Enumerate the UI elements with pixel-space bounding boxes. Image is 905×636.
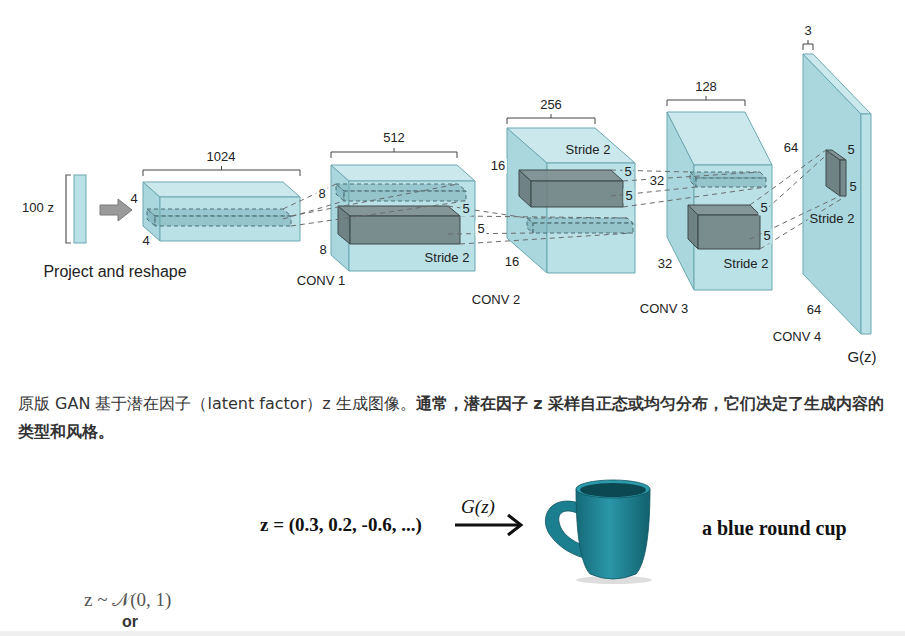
bottom-band — [0, 631, 905, 636]
dimension-label: 8 — [317, 243, 328, 258]
block-5-front — [861, 114, 871, 334]
kernel-box-4-front — [698, 215, 760, 249]
layer-name: CONV 2 — [470, 293, 522, 308]
dimension-label: 64 — [782, 141, 800, 156]
kernel-box-4-top — [688, 205, 760, 215]
dimension-label: 8 — [316, 187, 327, 202]
channel-count: 256 — [538, 98, 564, 113]
kernel-band-3-front — [533, 223, 633, 233]
output-caption: a blue round cup — [700, 517, 849, 540]
kernel-size: 5 — [847, 180, 858, 195]
stride-label: Stride 2 — [722, 257, 771, 272]
kernel-box-2-front — [350, 216, 460, 244]
dimension-label: 32 — [648, 174, 666, 189]
kernel-band-2-front — [344, 191, 466, 201]
kernel-band-2-top — [336, 184, 466, 191]
dimension-bracket — [331, 148, 457, 158]
channel-count: 3 — [802, 24, 813, 39]
input-vector — [74, 175, 86, 243]
cup-inside — [580, 483, 646, 497]
block-4-front — [694, 165, 772, 290]
cup-body — [576, 489, 650, 579]
kernel-box-5-top — [826, 150, 846, 160]
latent-vector: z = (0.3, 0.2, -0.6, ...) — [258, 514, 424, 536]
dimension-label: 16 — [503, 255, 521, 270]
kernel-band-4-top — [690, 172, 766, 178]
kernel-band-1-top — [147, 209, 291, 216]
projection-line — [750, 150, 826, 205]
dimension-label: 64 — [805, 303, 823, 318]
dimension-label: 4 — [128, 192, 139, 207]
channel-count: 512 — [381, 131, 407, 146]
dimension-bracket — [507, 114, 595, 124]
block-5-top — [803, 54, 871, 114]
input-bracket — [66, 175, 71, 243]
paragraph-text: 原版 GAN 基于潜在因子（latent factor）z 生成图像。 — [18, 394, 416, 413]
cup-rim — [576, 480, 650, 498]
kernel-band-1-front — [155, 216, 291, 226]
step-label: Project and reshape — [41, 263, 188, 281]
conjunction-label: or — [120, 613, 140, 631]
block-2-top — [331, 165, 475, 181]
projection-line — [291, 201, 466, 226]
kernel-box-3-top — [519, 170, 623, 181]
body-paragraph: 原版 GAN 基于潜在因子（latent factor）z 生成图像。通常，潜在… — [18, 390, 890, 446]
kernel-size: 5 — [845, 143, 856, 158]
block-3-top — [507, 128, 635, 163]
block-1-top — [143, 182, 300, 197]
kernel-size: 5 — [475, 222, 486, 237]
dimension-bracket — [143, 166, 300, 176]
dimension-label: 16 — [489, 159, 507, 174]
kernel-box-3-front — [531, 181, 623, 207]
channel-count: 128 — [693, 80, 719, 95]
kernel-box-5-front — [840, 160, 846, 196]
output-label: G(z) — [845, 348, 878, 365]
dimension-bracket — [667, 96, 745, 106]
dimension-bracket — [803, 40, 813, 50]
reshape-arrow — [100, 199, 132, 221]
input-label: 100 z — [20, 201, 56, 216]
kernel-size: 5 — [623, 189, 634, 204]
distribution-formula: z ~ 𝒩(0, 1) — [82, 589, 173, 611]
layer-name: CONV 4 — [771, 330, 823, 345]
mapping-arrow — [455, 524, 519, 527]
projection-line — [283, 201, 344, 219]
layer-name: CONV 3 — [638, 302, 690, 317]
generator-label: G(z) — [459, 496, 497, 518]
channel-count: 1024 — [205, 150, 238, 165]
kernel-size: 5 — [761, 229, 772, 244]
stride-label: Stride 2 — [564, 143, 613, 158]
stride-label: Stride 2 — [423, 251, 472, 266]
projection-line — [291, 184, 458, 216]
layer-name: CONV 1 — [295, 274, 347, 289]
projection-line — [760, 150, 832, 215]
kernel-band-3-top — [527, 218, 633, 223]
kernel-size: 5 — [460, 202, 471, 217]
mapping-arrowhead — [508, 515, 521, 535]
projection-line — [460, 216, 627, 218]
projection-line — [623, 187, 766, 207]
projection-line — [448, 233, 533, 234]
projection-line — [623, 172, 760, 181]
stride-label: Stride 2 — [808, 212, 857, 227]
dimension-label: 4 — [140, 234, 151, 249]
kernel-size: 5 — [622, 165, 633, 180]
kernel-size: 5 — [758, 201, 769, 216]
block-4-top — [667, 112, 772, 165]
dimension-label: 32 — [656, 257, 674, 272]
kernel-band-4-front — [696, 178, 766, 187]
